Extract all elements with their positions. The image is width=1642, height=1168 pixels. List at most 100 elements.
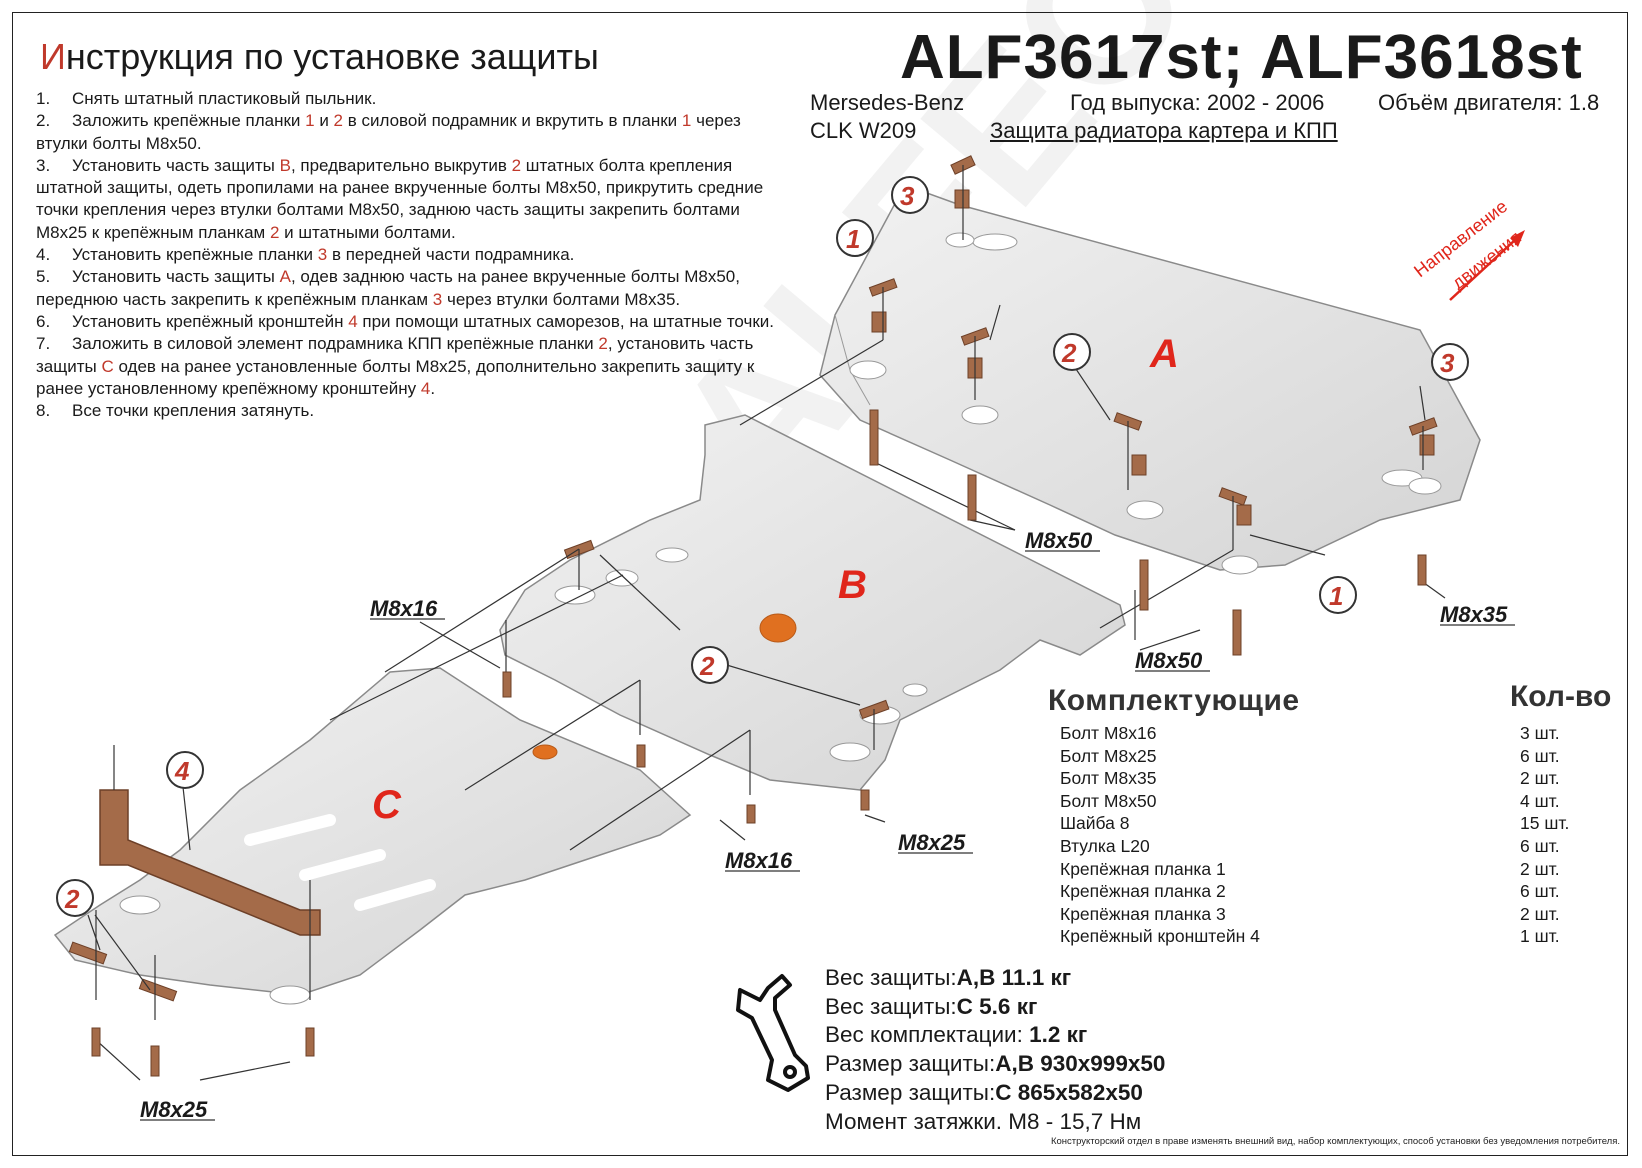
part-name: Крепёжный кронштейн 4 [1060,926,1260,947]
spec-row: Размер защиты:A,B 930x999x50 [825,1050,1165,1079]
callout-3-top: 3 [891,176,929,214]
part-qty: 6 шт. [1520,881,1560,902]
step-number: 7. [36,334,51,354]
step-text: , установить часть защиты [36,334,754,376]
step-text: Снять штатный пластиковый пыльник. [72,89,377,108]
spec-value: 1.2 кг [1029,1022,1088,1048]
step-highlight: 4 [420,378,431,398]
spec-label: Размер защиты: [825,1079,996,1105]
part-name: Крепёжная планка 1 [1060,858,1226,879]
part-name: Болт М8х50 [1060,790,1157,811]
spec-value: C 865x582x50 [995,1079,1143,1105]
leader-lines [87,165,1446,1081]
spec-row: Момент затяжки. M8 - 15,7 Нм [825,1108,1165,1137]
step-highlight: 3 [432,289,443,309]
part-qty: 2 шт. [1520,903,1560,924]
spec-label: Вес защиты: [825,965,957,990]
bolt-label-m8x16-left: M8x16 [370,596,438,621]
callout-2-c: 2 [56,879,94,917]
step-text: одев на ранее установленные болты М8х25,… [36,356,755,398]
spec-row: Размер защиты:C 865x582x50 [825,1079,1165,1108]
footer-disclaimer: Конструкторский отдел в праве изменять в… [1050,1136,1620,1147]
spec-label: Момент затяжки. M8 - 15,7 Нм [825,1108,1142,1134]
direction-arrowhead-icon [1510,230,1525,247]
part-name: Болт М8х16 [1060,723,1157,743]
bolt-label-m8x50-top: M8x50 [1025,528,1093,553]
callout-4: 4 [166,751,204,789]
parts-row: Крепёжный кронштейн 4 1 шт. [1060,925,1580,948]
step-number: 1. [36,89,51,108]
svg-text:1: 1 [1329,581,1343,611]
direction-indicator: Направление движения [1410,196,1525,301]
step-text: Установить часть защиты [72,155,280,175]
part-name: Крепёжная планка 2 [1060,881,1226,902]
step-number: 2. [36,111,51,131]
bolt-label-m8x25-right: M8x25 [898,830,966,855]
part-name: Шайба 8 [1060,813,1130,834]
step-number: 5. [36,267,51,287]
panel-b-label: B [838,563,867,607]
part-name: Болт М8х35 [1060,768,1157,789]
step-text: Установить часть защиты [72,267,280,287]
panel-a [819,184,1481,575]
bolt-label-m8x25-left: M8x25 [140,1097,208,1122]
svg-text:2: 2 [699,651,715,681]
step-number: 3. [36,155,51,175]
bolts [91,409,1427,1077]
installation-steps: 1. Снять штатный пластиковый пыльник. 2. За… [36,88,776,422]
step-4: 4.Установить крепёжные планки 3 в передн… [36,244,776,266]
parts-heading: Комплектующие [1048,684,1300,717]
step-text: Заложить крепёжные планки [72,111,306,131]
spec-row: Вес защиты:C 5.6 кг [825,993,1165,1022]
step-text: и [314,111,334,131]
panel-a-label: A [1149,332,1179,376]
part-qty: 3 шт. [1520,723,1560,743]
svg-text:3: 3 [900,181,915,211]
parts-row: Болт М8х35 2 шт. [1060,767,1580,790]
direction-arrow-line [1449,239,1516,301]
callout-2-b: 2 [691,646,729,684]
bracket-4 [99,789,321,936]
parts-row: Шайба 8 15 шт. [1060,812,1580,835]
callouts: 3 1 2 3 1 2 4 2 [56,176,1469,917]
callout-3-right: 3 [1431,343,1469,381]
spec-row: Вес комплектации: 1.2 кг [825,1021,1165,1050]
spec-value: A,B 930x999x50 [995,1051,1166,1077]
step-3: 3.Установить часть защиты B, предварител… [36,155,776,244]
part-qty: 2 шт. [1520,768,1560,789]
step-text: через втулки болтами М8х35. [442,289,681,309]
spec-label: Вес защиты: [825,993,957,1019]
step-highlight: 1 [305,111,315,131]
step-highlight: 3 [317,245,328,265]
part-qty: 15 шт. [1520,813,1570,834]
part-qty: 6 шт. [1520,835,1560,856]
parts-row: Крепёжная планка 3 2 шт. [1060,903,1580,926]
step-2: 2.Заложить крепёжные планки 1 и 2 в сило… [36,110,776,155]
wrench-icon [736,974,810,1092]
callout-1-right: 1 [1319,576,1357,614]
model-code: ALF3617st; ALF3618st [900,23,1583,92]
step-6: 6.Установить крепёжный кронштейн 4 при п… [36,311,776,333]
product-subtitle: Защита радиатора картера и КПП [990,118,1338,143]
callout-1-top: 1 [836,219,874,257]
step-number: 4. [36,245,51,265]
vehicle-brand: Mersedes-Benz [810,90,965,115]
engine-volume: Объём двигателя: 1.8 [1378,90,1600,115]
step-text: Все точки крепления затянуть. [72,401,315,421]
step-highlight: 2 [269,222,280,242]
svg-text:1: 1 [846,224,860,254]
panel-b [499,414,1126,791]
panel-c [53,667,692,1005]
part-name: Крепёжная планка 3 [1060,903,1226,924]
bolt-label-m8x16-mid: M8x16 [725,848,793,873]
part-qty: 2 шт. [1520,858,1560,879]
step-5: 5.Установить часть защиты A, одев заднюю… [36,266,776,311]
part-qty: 1 шт. [1520,926,1560,947]
page-frame [12,12,1628,1156]
step-text: при помощи штатных саморезов, на штатные… [357,311,775,331]
spec-row: Вес защиты:A,B 11.1 кг [825,964,1165,993]
